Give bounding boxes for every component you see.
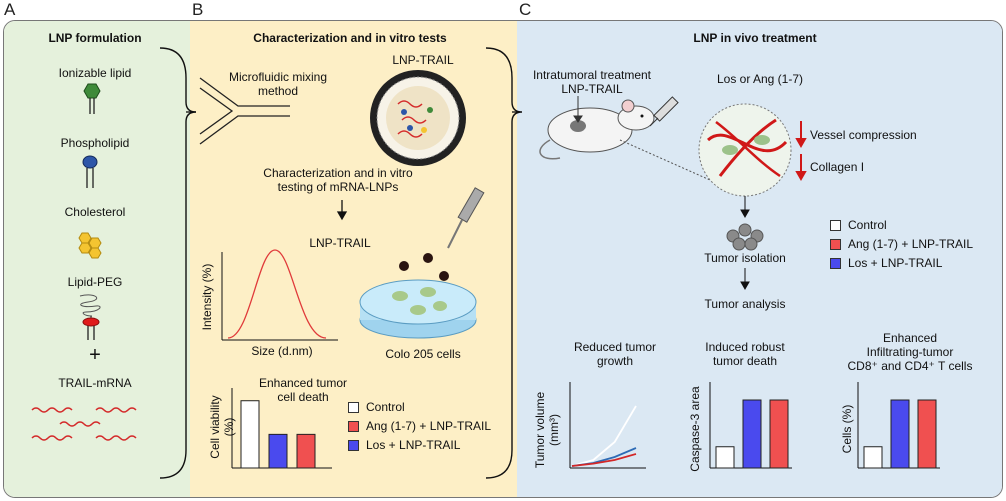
viability-bars — [240, 400, 316, 469]
bar-los-lnp-trail — [890, 399, 910, 469]
legend-swatch — [348, 439, 359, 451]
bar-los-lnp-trail — [268, 433, 288, 469]
injection-label: Intratumoral treatment LNP-TRAIL — [532, 68, 652, 96]
panel-b-bracket — [485, 47, 523, 479]
effect-collagen: Collagen I — [810, 160, 865, 174]
tumor-analysis-label: Tumor analysis — [704, 297, 786, 311]
colo-205-cells-label: Colo 205 cells — [385, 347, 461, 361]
flow-arrow-icon — [186, 111, 520, 221]
panel-letter-a: A — [4, 0, 16, 19]
tumor-cluster-icon — [726, 223, 764, 251]
growth-line-control — [571, 405, 637, 467]
flow-arrow-icon — [740, 196, 750, 291]
panel-letter-c: C — [519, 0, 532, 19]
lnp-particle-icon — [370, 70, 466, 166]
legend-swatch — [830, 238, 841, 250]
drug-label: Los or Ang (1-7) — [716, 72, 804, 86]
legend-c-los: Los + LNP-TRAIL — [830, 256, 942, 270]
component-lipid-peg: Lipid-PEG — [67, 275, 123, 289]
panel-a-title: LNP formulation — [48, 31, 142, 45]
microfluidic-chip-icon — [199, 77, 290, 145]
pipette-icon — [447, 187, 485, 249]
tcell-bars — [863, 399, 937, 469]
lnp-trail-label: LNP-TRAIL — [309, 236, 371, 250]
cholesterol-icon — [78, 232, 102, 259]
component-phospholipid: Phospholipid — [60, 136, 130, 150]
panel-letter-b: B — [192, 0, 204, 19]
dls-plot — [221, 249, 338, 341]
mixing-method-label: Microfluidic mixing method — [228, 70, 328, 98]
bar-ang-1-7-lnp-trail — [917, 399, 937, 469]
effect-vessel-compression: Vessel compression — [810, 128, 917, 142]
characterization-label: Characterization and in vitro testing of… — [263, 166, 413, 194]
legend-swatch — [348, 420, 359, 432]
lipid-peg-icon — [79, 294, 101, 340]
component-cholesterol: Cholesterol — [64, 205, 126, 219]
bar-ang-1-7-lnp-trail — [769, 399, 789, 469]
lnp-dots-icon — [399, 253, 449, 281]
plus-sign: + — [89, 344, 101, 366]
ionizable-lipid-icon — [83, 83, 101, 114]
panel-a-background — [4, 21, 190, 497]
legend-c-ang: Ang (1-7) + LNP-TRAIL — [830, 237, 973, 251]
outcome-3-title: Enhanced Infiltrating-tumor CD8⁺ and CD4… — [847, 331, 973, 373]
legend-swatch — [348, 401, 359, 413]
panel-c-title: LNP in vivo treatment — [693, 31, 817, 45]
growth-line-ang-1-7-lnp-trail — [571, 453, 637, 467]
mouse-icon — [539, 99, 655, 160]
lnp-trail-particle-label: LNP-TRAIL — [392, 53, 454, 67]
growth-lines — [571, 405, 637, 467]
petri-dish-icon — [359, 279, 477, 339]
legend-b-ang: Ang (1-7) + LNP-TRAIL — [348, 419, 491, 433]
legend-b-control: Control — [348, 400, 405, 414]
caspase-bars — [715, 399, 789, 469]
syringe-icon — [573, 96, 679, 127]
bar-control — [240, 400, 260, 469]
phospholipid-icon — [82, 155, 98, 188]
bar-control — [863, 446, 883, 469]
outcome-2-title: Induced robust tumor death — [705, 340, 785, 368]
legend-swatch — [830, 257, 841, 269]
dls-xlabel: Size (d.nm) — [251, 344, 313, 358]
legend-b-los: Los + LNP-TRAIL — [348, 438, 460, 452]
panel-b-title: Characterization and in vitro tests — [253, 31, 447, 45]
legend-swatch — [830, 219, 841, 231]
bar-los-lnp-trail — [742, 399, 762, 469]
component-ionizable-lipid: Ionizable lipid — [58, 66, 132, 80]
viability-title: Enhanced tumor cell death — [258, 376, 348, 404]
component-trail-mrna: TRAIL-mRNA — [58, 376, 132, 390]
tumor-microenvironment-icon — [619, 103, 792, 197]
tumor-isolation-label: Tumor isolation — [704, 251, 786, 265]
bar-ang-1-7-lnp-trail — [296, 433, 316, 469]
bar-control — [715, 446, 735, 469]
outcome-1-title: Reduced tumor growth — [573, 340, 657, 368]
mrna-icon — [31, 407, 137, 441]
legend-c-control: Control — [830, 218, 887, 232]
decrease-arrow-icon — [795, 121, 807, 182]
